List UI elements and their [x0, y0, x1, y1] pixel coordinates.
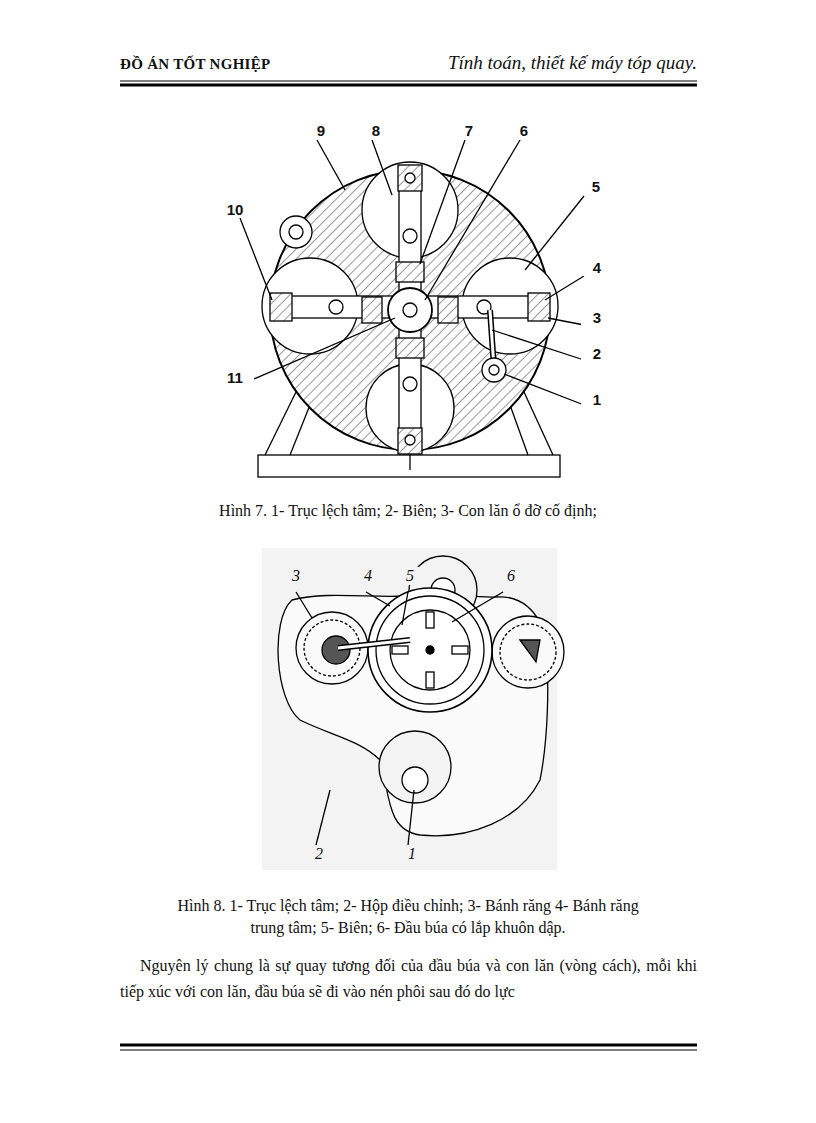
callout-number: 3: [581, 309, 613, 326]
callout-number: 6: [508, 122, 540, 139]
callout-number: 3: [282, 567, 310, 585]
callout-number: 7: [453, 122, 485, 139]
callout-number: 1: [581, 391, 613, 408]
footer-rule: [120, 1045, 697, 1050]
callout-number: 4: [354, 567, 382, 585]
figure-caption: Hình 7. 1- Trục lệch tâm; 2- Biên; 3- Co…: [150, 500, 666, 522]
callout-number: 5: [580, 178, 612, 195]
callout-number: 6: [497, 567, 525, 585]
header-rule: [120, 81, 697, 85]
header-left: ĐỒ ÁN TỐT NGHIỆP: [120, 56, 380, 73]
callout-number: 5: [396, 567, 424, 585]
callout-number: 9: [305, 122, 337, 139]
rotary-swaging-machine-section: [240, 140, 584, 477]
adjustable-swaging-head-sketch: [262, 548, 564, 870]
callout-number: 1: [398, 845, 426, 863]
callout-number: 4: [581, 259, 613, 276]
body-paragraph: Nguyên lý chung là sự quay tương đối của…: [120, 953, 697, 1005]
callout-number: 2: [305, 845, 333, 863]
callout-number: 11: [216, 369, 254, 386]
header-right: Tính toán, thiết kế máy tóp quay.: [400, 52, 697, 74]
figure-caption: Hình 8. 1- Trục lệch tâm; 2- Hộp điều ch…: [168, 895, 648, 939]
callout-number: 10: [216, 201, 254, 218]
callout-number: 2: [581, 345, 613, 362]
callout-number: 8: [360, 122, 392, 139]
